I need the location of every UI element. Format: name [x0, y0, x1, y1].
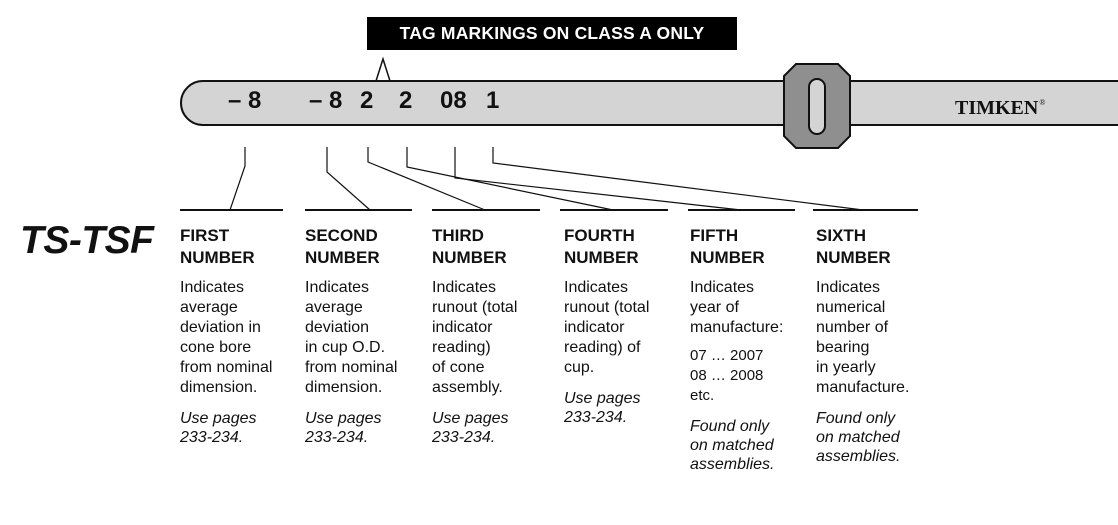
column-note: Found only on matched assemblies. — [816, 410, 901, 465]
band-digit-fourth: 2 — [399, 87, 413, 114]
column-note: Use pages 233-234. — [432, 410, 509, 446]
column-heading: FOURTH NUMBER — [564, 226, 639, 267]
column-third-number: THIRD NUMBER Indicates runout (total ind… — [432, 225, 517, 447]
year-codes: 07 … 2007 08 … 2008 etc. — [690, 347, 764, 404]
column-heading: FIRST NUMBER — [180, 226, 255, 267]
column-heading: SIXTH NUMBER — [816, 226, 891, 267]
caret-mark — [375, 56, 391, 82]
column-fourth-number: FOURTH NUMBER Indicates runout (total in… — [564, 225, 649, 427]
brand-name: TIMKEN — [955, 97, 1039, 119]
timken-brand: TIMKEN® — [955, 91, 1045, 120]
band-digit-fifth: 08 — [440, 87, 467, 114]
band-digit-first: – 8 — [228, 87, 262, 114]
column-description: Indicates runout (total indicator readin… — [432, 279, 518, 396]
column-description: Indicates runout (total indicator readin… — [564, 279, 650, 376]
column-note: Use pages 233-234. — [180, 410, 257, 446]
tag-band — [180, 80, 1118, 126]
tag-markings-banner: TAG MARKINGS ON CLASS A ONLY — [367, 17, 737, 50]
registered-mark: ® — [1039, 98, 1046, 107]
band-clip-slot — [808, 78, 826, 135]
column-note: Use pages 233-234. — [305, 410, 382, 446]
leader-lines — [229, 147, 864, 211]
column-first-number: FIRST NUMBER Indicates average deviation… — [180, 225, 272, 447]
column-description: Indicates average deviation in cone bore… — [180, 279, 273, 396]
column-sixth-number: SIXTH NUMBER Indicates numerical number … — [816, 225, 909, 466]
band-digit-sixth: 1 — [486, 87, 500, 114]
series-label: TS-TSF — [20, 219, 154, 262]
band-digit-third: 2 — [360, 87, 374, 114]
column-description: Indicates average deviation in cup O.D. … — [305, 279, 398, 396]
band-digit-second: – 8 — [309, 87, 343, 114]
column-fifth-number: FIFTH NUMBER Indicates year of manufactu… — [690, 225, 783, 474]
column-note: Found only on matched assemblies. — [690, 418, 775, 473]
column-description: Indicates numerical number of bearing in… — [816, 279, 910, 396]
column-heading: FIFTH NUMBER — [690, 226, 765, 267]
column-note: Use pages 233-234. — [564, 390, 641, 426]
column-second-number: SECOND NUMBER Indicates average deviatio… — [305, 225, 397, 447]
column-heading: SECOND NUMBER — [305, 226, 380, 267]
column-heading: THIRD NUMBER — [432, 226, 507, 267]
column-description: Indicates year of manufacture: — [690, 279, 784, 336]
